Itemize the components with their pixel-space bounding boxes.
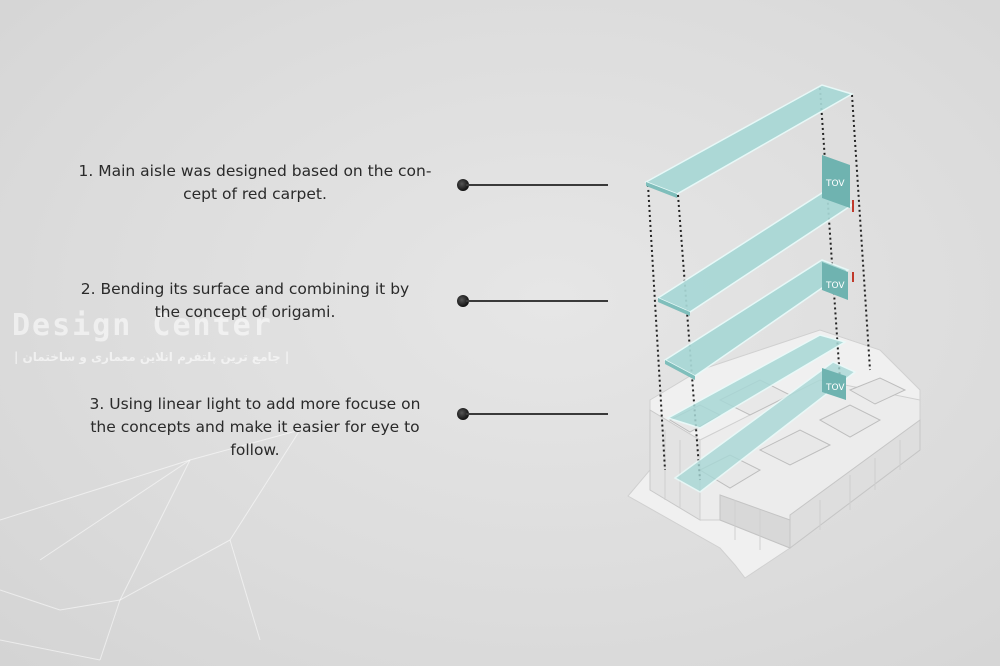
panel-floor-aisle — [673, 361, 857, 493]
leader-dot-2 — [457, 295, 469, 307]
panel-third — [663, 259, 850, 377]
note-linear-light: 3. Using linear light to add more focuse… — [70, 393, 440, 462]
floating-panels: TOV TOV TOV — [644, 84, 857, 493]
panel-top-edge — [646, 182, 677, 198]
note-line: cept of red carpet. — [183, 185, 327, 203]
note-line: 1. Main aisle was designed based on the … — [78, 162, 432, 180]
panel-third-edge — [665, 360, 695, 380]
note-origami-surface: 2. Bending its surface and combining it … — [60, 278, 430, 324]
leader-line-1 — [466, 184, 608, 186]
sign-panel-1 — [822, 155, 850, 208]
sign-text-1: TOV — [825, 179, 845, 189]
panel-second — [656, 192, 854, 313]
leader-line-2 — [466, 300, 608, 302]
leader-dot-1 — [457, 179, 469, 191]
note-main-aisle: 1. Main aisle was designed based on the … — [70, 160, 440, 206]
panel-fourth — [666, 334, 847, 429]
note-line: 3. Using linear light to add more focuse… — [89, 395, 421, 413]
note-line: the concepts and make it easier for eye … — [90, 418, 420, 436]
note-line: 2. Bending its surface and combining it … — [80, 280, 410, 298]
leader-dot-3 — [457, 408, 469, 420]
sign-text-2: TOV — [825, 281, 845, 291]
sign-panel-3 — [822, 368, 846, 400]
note-line: follow. — [230, 441, 280, 459]
red-marker-2 — [852, 272, 854, 282]
projection-lines — [647, 87, 871, 481]
sign-text-3: TOV — [825, 383, 845, 393]
leader-line-3 — [466, 413, 608, 415]
watermark-title: Design Center — [12, 308, 273, 343]
note-line: the concept of origami. — [154, 303, 336, 321]
panel-second-edge — [658, 298, 690, 316]
red-marker-1 — [852, 200, 854, 212]
watermark-subtitle: | جامع ترین پلتفرم انلاین معماری و ساختم… — [14, 350, 290, 364]
panel-top — [644, 84, 854, 195]
sign-panel-2 — [822, 262, 848, 300]
